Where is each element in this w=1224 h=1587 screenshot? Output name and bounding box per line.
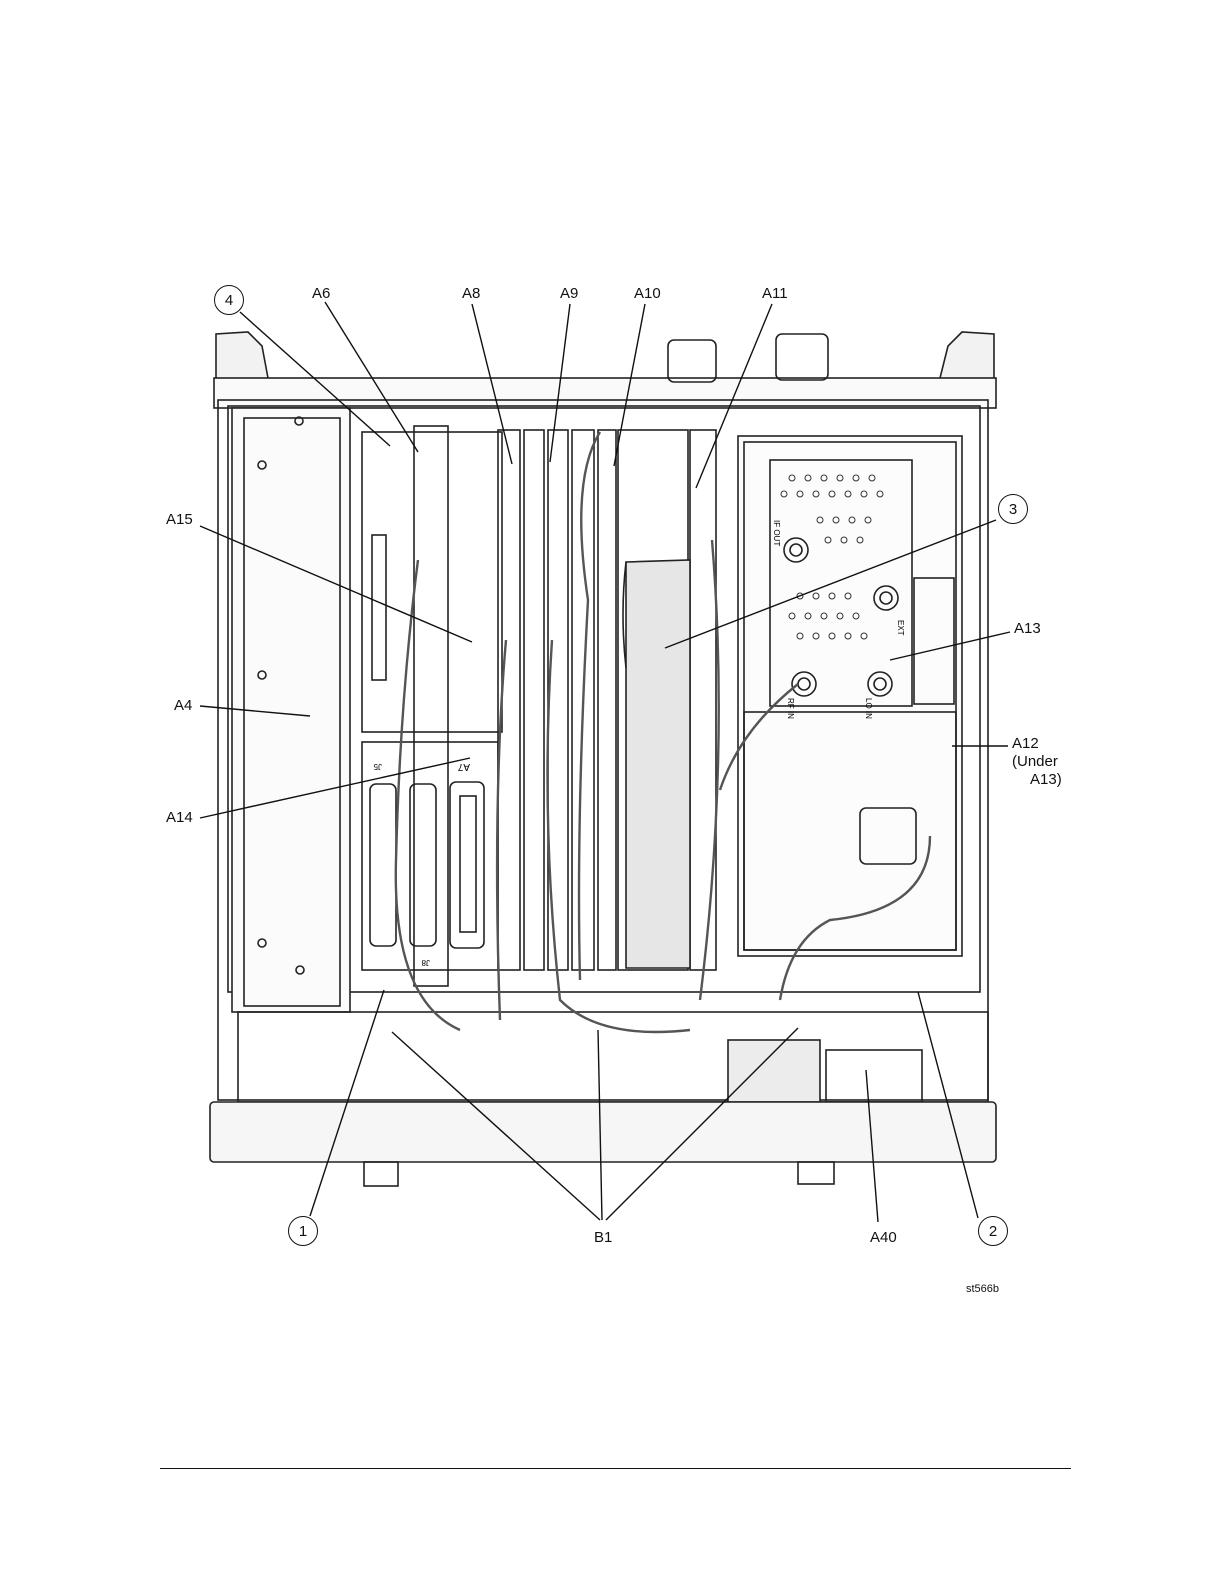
panel-text-j5: J5 — [373, 762, 382, 771]
label-a12-note-line2: A13) — [1030, 772, 1062, 788]
label-a4: A4 — [174, 698, 192, 714]
panel-text-rf-in: RF IN — [786, 698, 795, 719]
label-a15: A15 — [166, 512, 193, 528]
label-a11: A11 — [762, 286, 788, 302]
label-a40: A40 — [870, 1230, 897, 1246]
figure-code: st566b — [966, 1281, 999, 1297]
callout-1: 1 — [288, 1216, 318, 1246]
label-a13: A13 — [1014, 621, 1041, 637]
label-a9: A9 — [560, 286, 578, 302]
label-a10: A10 — [634, 286, 661, 302]
label-a6: A6 — [312, 286, 330, 302]
label-a8: A8 — [462, 286, 480, 302]
callout-3: 3 — [998, 494, 1028, 524]
panel-text-lo-in: LO IN — [864, 698, 873, 719]
label-a7: A7 — [457, 761, 470, 772]
callout-2: 2 — [978, 1216, 1008, 1246]
panel-text-if-out: IF OUT — [772, 520, 781, 546]
label-a12-note-line1: (Under — [1012, 754, 1058, 770]
callout-4: 4 — [214, 285, 244, 315]
footer-rule — [160, 1468, 1071, 1469]
label-a14: A14 — [166, 810, 193, 826]
label-b1: B1 — [594, 1230, 612, 1246]
panel-text-ext: EXT — [896, 620, 905, 636]
label-a12: A12 — [1012, 736, 1039, 752]
panel-text-j8: J8 — [421, 958, 430, 967]
